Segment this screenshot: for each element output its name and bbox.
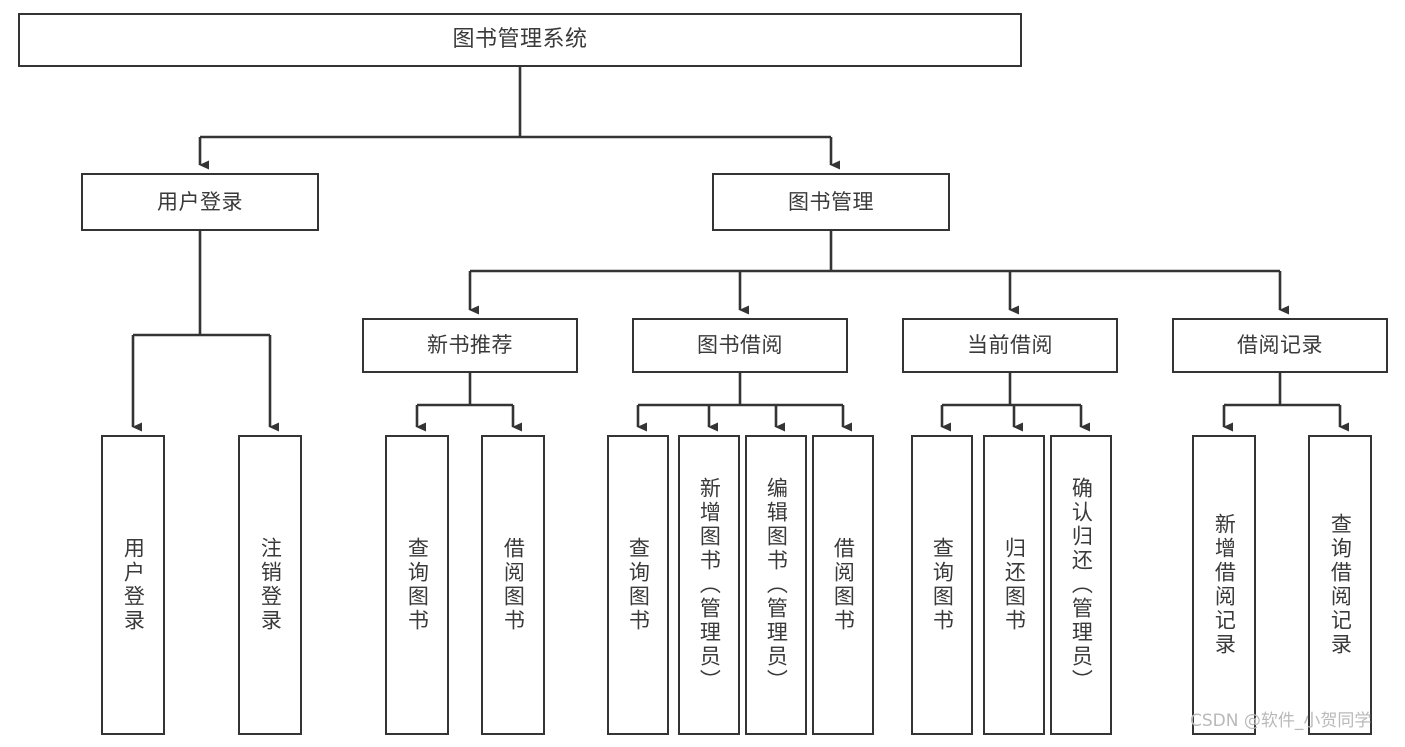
node-root-label: 图书管理系统 [452, 27, 588, 53]
node-borrow-record[interactable]: 借阅记录 [1172, 318, 1388, 373]
node-leaf-query-book-current[interactable]: 查询图书 [911, 435, 973, 735]
node-leaf-logout-label: 注销登录 [258, 537, 283, 633]
node-leaf-query-book-borrow[interactable]: 查询图书 [607, 435, 669, 735]
node-leaf-return-book-label: 归还图书 [1002, 537, 1027, 633]
node-leaf-confirm-return[interactable]: 确认归还（管理员） [1050, 435, 1112, 735]
node-book-manage-label: 图书管理 [788, 189, 874, 214]
node-leaf-query-book-borrow-label: 查询图书 [626, 537, 651, 633]
node-new-book-recommend[interactable]: 新书推荐 [362, 318, 578, 373]
node-user-login[interactable]: 用户登录 [81, 173, 319, 231]
node-leaf-logout[interactable]: 注销登录 [238, 435, 302, 735]
node-leaf-user-login[interactable]: 用户登录 [101, 435, 165, 735]
csdn-watermark: CSDN @软件_小贺同学 [1190, 711, 1372, 731]
node-leaf-return-book[interactable]: 归还图书 [983, 435, 1045, 735]
node-leaf-query-book-current-label: 查询图书 [930, 537, 955, 633]
node-current-borrow[interactable]: 当前借阅 [902, 318, 1118, 373]
node-leaf-query-book-new[interactable]: 查询图书 [385, 435, 449, 735]
node-leaf-borrow-book[interactable]: 借阅图书 [812, 435, 874, 735]
node-leaf-add-record-label: 新增借阅记录 [1212, 513, 1237, 657]
node-leaf-add-record[interactable]: 新增借阅记录 [1192, 435, 1256, 735]
node-leaf-add-book[interactable]: 新增图书（管理员） [678, 435, 740, 735]
node-current-borrow-label: 当前借阅 [967, 333, 1053, 358]
node-leaf-borrow-book-new[interactable]: 借阅图书 [481, 435, 545, 735]
node-leaf-query-record[interactable]: 查询借阅记录 [1308, 435, 1372, 735]
node-leaf-user-login-label: 用户登录 [121, 537, 146, 633]
node-root[interactable]: 图书管理系统 [18, 13, 1022, 67]
node-leaf-borrow-book-new-label: 借阅图书 [501, 537, 526, 633]
node-leaf-query-book-new-label: 查询图书 [405, 537, 430, 633]
node-leaf-confirm-return-label: 确认归还（管理员） [1069, 477, 1094, 693]
node-borrow-record-label: 借阅记录 [1237, 333, 1323, 358]
node-book-borrow-label: 图书借阅 [697, 333, 783, 358]
node-leaf-query-record-label: 查询借阅记录 [1328, 513, 1353, 657]
node-book-borrow[interactable]: 图书借阅 [632, 318, 848, 373]
node-leaf-add-book-label: 新增图书（管理员） [697, 477, 722, 693]
node-new-book-recommend-label: 新书推荐 [427, 333, 513, 358]
node-leaf-edit-book[interactable]: 编辑图书（管理员） [745, 435, 807, 735]
node-book-manage[interactable]: 图书管理 [712, 173, 950, 231]
node-leaf-edit-book-label: 编辑图书（管理员） [764, 477, 789, 693]
node-leaf-borrow-book-label: 借阅图书 [831, 537, 856, 633]
node-user-login-label: 用户登录 [157, 189, 243, 214]
